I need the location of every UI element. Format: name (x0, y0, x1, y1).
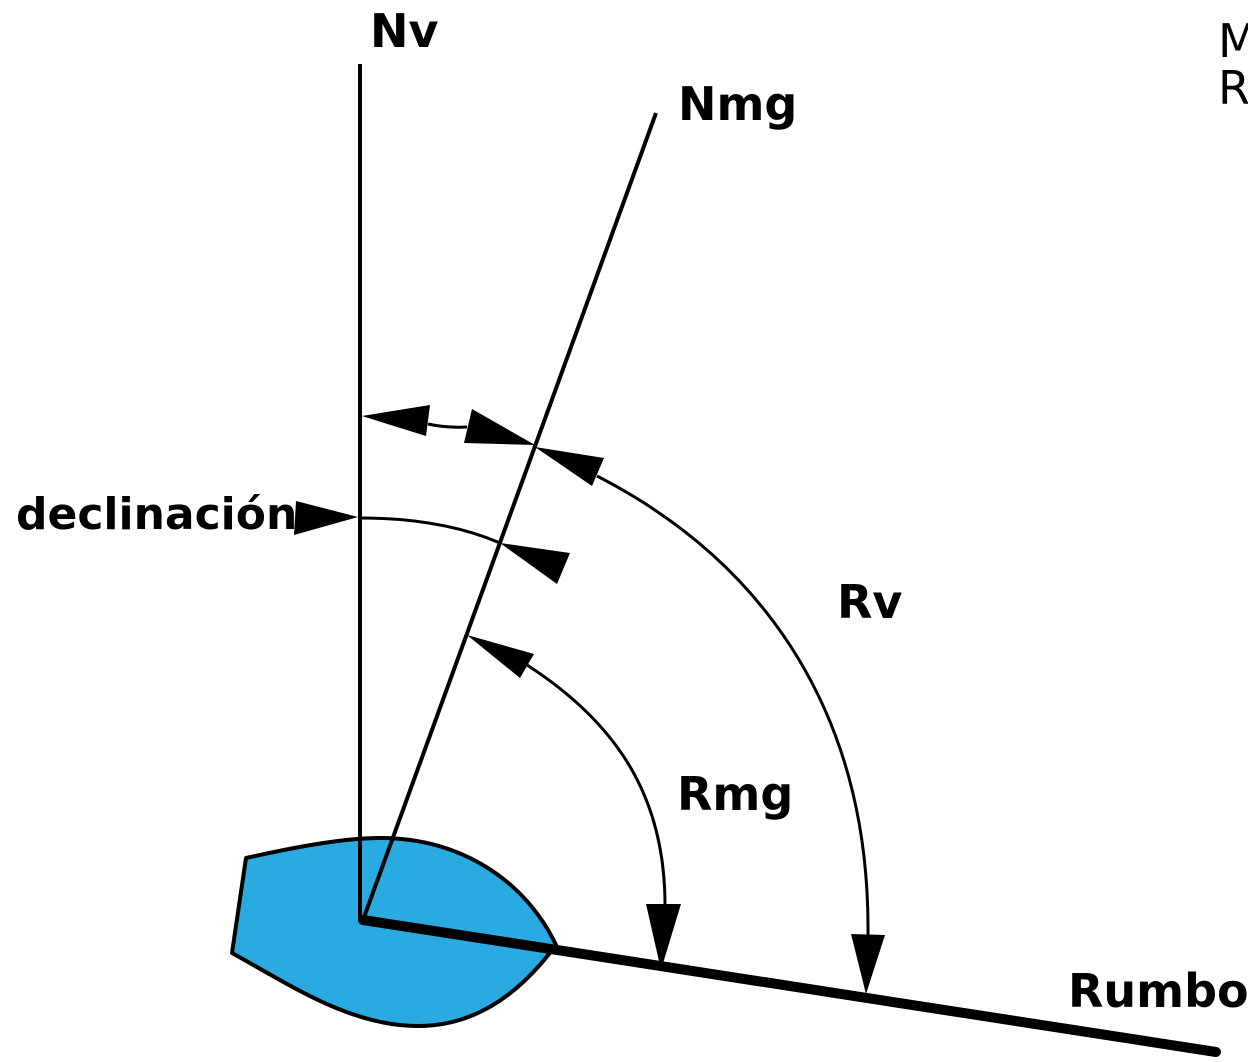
true-north-label: Nv (370, 4, 438, 58)
boat-hull (230, 836, 558, 1028)
declination-arrowhead-left (362, 405, 430, 436)
corner-text-line2: R (1218, 61, 1248, 115)
magnetic-course-arrowhead-bottom (646, 904, 681, 970)
declination-pointer-arrowhead-left (294, 501, 358, 535)
declination-arrowhead-right (464, 409, 535, 445)
magnetic-course-arc (526, 663, 667, 906)
declination-arc (427, 422, 468, 429)
declination-label: declinación (16, 489, 297, 540)
true-course-label: Rv (837, 575, 902, 629)
magnetic-north-label: Nmg (678, 77, 797, 131)
true-course-arc (596, 474, 870, 936)
magnetic-course-arrowhead-top (467, 635, 534, 678)
magnetic-course-label: Rmg (677, 767, 793, 821)
declination-pointer-arrowhead-right (500, 543, 570, 584)
heading-label: Rumbo (1068, 964, 1248, 1018)
true-course-arrowhead-top (535, 447, 604, 486)
corner-text-line1: M (1218, 14, 1248, 68)
declination-pointer-arc (359, 516, 501, 545)
true-course-arrowhead-bottom (851, 934, 885, 994)
magnetic-north-line (361, 112, 658, 921)
heading-line (358, 915, 1221, 1057)
